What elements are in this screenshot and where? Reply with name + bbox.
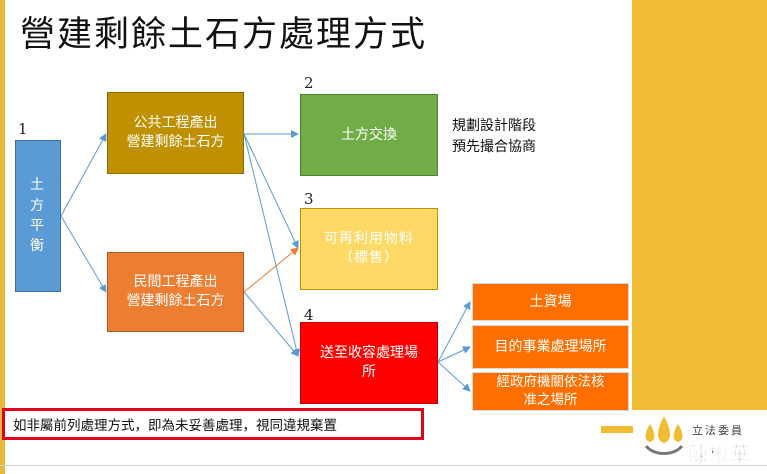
node-reusable-material-label: 可再利用物料 （標售） bbox=[324, 231, 414, 266]
footer-divider bbox=[0, 465, 767, 466]
logo-name: 陳椒華 bbox=[688, 442, 751, 467]
slide-title: 營建剩餘土石方處理方式 bbox=[20, 15, 428, 55]
node-government-site: 經政府機關依法核 准之場所 bbox=[472, 372, 629, 411]
step-number-1: 1 bbox=[18, 120, 28, 138]
node-disposal-site-label: 送至收容處理場 所 bbox=[320, 345, 418, 380]
node-public-works: 公共工程產出 營建剩餘土石方 bbox=[107, 92, 244, 174]
node-private-works: 民間工程產出 營建剩餘土石方 bbox=[107, 252, 244, 332]
node-government-site-label: 經政府機關依法核 准之場所 bbox=[496, 373, 605, 408]
decorative-side-panel bbox=[632, 0, 767, 410]
node-disposal-site: 送至收容處理場 所 bbox=[300, 322, 438, 404]
arrow-disposal-to-govsite bbox=[437, 361, 471, 392]
arrow-public-to-disposal bbox=[243, 133, 301, 357]
arrow-balance-to-private bbox=[60, 215, 107, 293]
warning-box: 如非屬前列處理方式，即為未妥善處理，視同違規棄置 bbox=[2, 408, 424, 440]
arrow-disposal-to-yard bbox=[437, 301, 471, 363]
arrow-disposal-to-purpose bbox=[437, 346, 471, 363]
node-earth-balance: 土 方 平 衡 bbox=[15, 140, 61, 292]
warning-text: 如非屬前列處理方式，即為未妥善處理，視同違規棄置 bbox=[13, 418, 337, 434]
arrow-private-to-reuse bbox=[243, 247, 299, 293]
logo-title: 立法委員 bbox=[692, 424, 744, 437]
node-earth-exchange: 土方交換 bbox=[300, 94, 438, 176]
slide-accent-bar bbox=[0, 0, 5, 474]
arrow-balance-to-public bbox=[60, 133, 107, 217]
leaf-drop-icon bbox=[644, 416, 684, 455]
logo-accent-bar bbox=[601, 426, 633, 433]
step-number-2: 2 bbox=[304, 74, 314, 92]
step-number-3: 3 bbox=[304, 190, 314, 208]
planning-note: 規劃設計階段 預先撮合協商 bbox=[452, 118, 536, 155]
node-reusable-material: 可再利用物料 （標售） bbox=[300, 208, 438, 290]
node-public-works-label: 公共工程產出 營建剩餘土石方 bbox=[126, 115, 225, 150]
legislator-logo: 立法委員 陳椒華 bbox=[640, 410, 760, 470]
node-earth-yard-label: 土資場 bbox=[529, 293, 572, 310]
arrow-public-to-reuse bbox=[243, 133, 299, 249]
node-business-site-label: 目的事業處理場所 bbox=[494, 338, 607, 355]
node-private-works-label: 民間工程產出 營建剩餘土石方 bbox=[126, 274, 225, 309]
arrow-private-to-disposal bbox=[243, 291, 299, 357]
node-earth-yard: 土資場 bbox=[472, 283, 629, 321]
node-business-site: 目的事業處理場所 bbox=[472, 325, 629, 369]
step-number-4: 4 bbox=[304, 306, 314, 324]
node-earth-balance-label: 土 方 平 衡 bbox=[30, 177, 46, 255]
node-earth-exchange-label: 土方交換 bbox=[341, 126, 397, 143]
